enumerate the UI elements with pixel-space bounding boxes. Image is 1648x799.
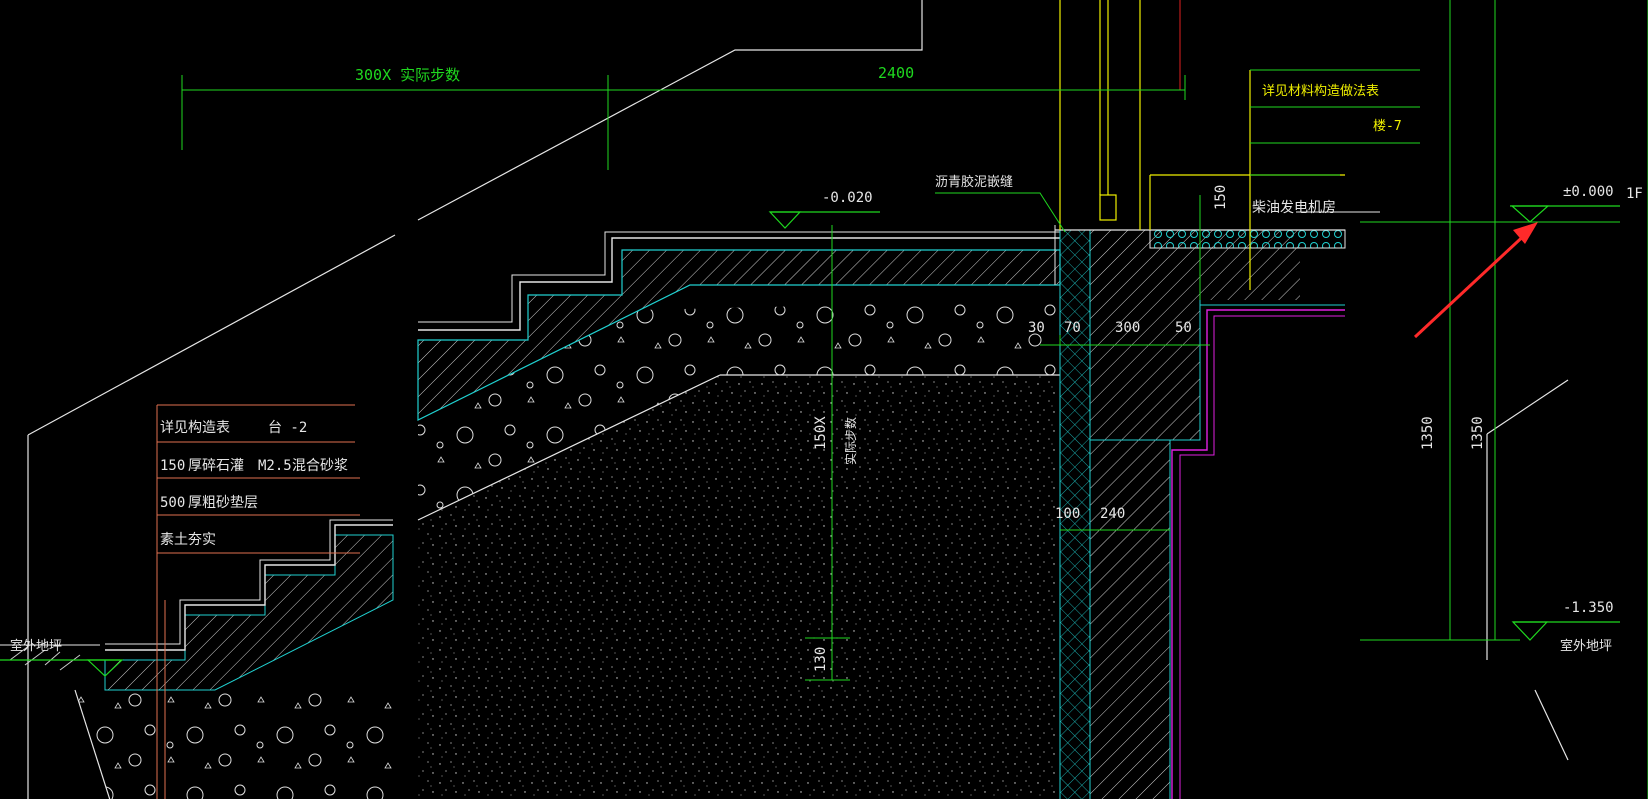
table-header-code: 台 -2 [268,420,307,436]
label-outdoor-ground-left: 室外地坪 [10,638,62,654]
table-row-material: 厚碎石灌 [188,458,244,474]
detail-ref-table [1250,69,1420,176]
label-detail-ref: 详见材料构造做法表 [1262,84,1379,99]
dim-d50: 50 [1175,320,1192,336]
left-hatch-fill [104,534,394,691]
level-outdoor: -1.350 [1563,600,1614,616]
label-asphalt-joint: 沥青胶泥嵌缝 [935,174,1013,190]
label-outdoor-ground-right: 室外地坪 [1560,638,1612,654]
table-header-label: 详见构造表 [160,420,230,436]
construction-table-frame [156,404,360,799]
dim-h1350a: 1350 [1420,416,1436,450]
table-row-material: 厚粗砂垫层 [188,495,258,511]
dim-d240: 240 [1100,506,1125,522]
gravel-fill [418,300,1060,520]
level-landing: -0.020 [822,190,873,206]
sand-fill [418,375,1060,799]
dim-d70: 70 [1064,320,1081,336]
main-stair-section [417,231,1061,799]
level-marks [0,205,1620,677]
label-room-name: 柴油发电机房 [1252,200,1336,216]
table-row-thickness: 150 [160,458,185,474]
concrete-hatch [417,249,1061,421]
level-floor: ±0.000 [1563,184,1614,200]
table-row-mortar: M2.5 [258,458,292,474]
left-gravel-fill [75,690,395,799]
table-row-mortar-note: 混合砂浆 [292,458,348,474]
dim-h150: 150 [1213,185,1229,210]
foundation-wall [1054,225,1346,799]
dim-vert-steps-note: 实际步数 [843,417,858,465]
dim-width-top: 2400 [878,64,914,82]
annotation-arrow [1413,222,1538,339]
dim-d100: 100 [1055,506,1080,522]
table-row-thickness: 500 [160,495,185,511]
dim-steps-top: 300X 实际步数 [355,66,460,84]
left-stair-section [0,519,395,799]
table-row-material: 素土夯实 [160,532,216,548]
label-floor-code: 楼-7 [1373,119,1402,134]
dim-d300: 300 [1115,320,1140,336]
dim-h1350b: 1350 [1470,416,1486,450]
asphalt-joint-leader [935,192,1066,233]
dimension-lines [181,0,1648,799]
dim-d30: 30 [1028,320,1045,336]
floor-tag: 1F [1626,186,1643,202]
dim-vert-steps: 150X [813,416,829,450]
dim-d130: 130 [813,647,829,672]
building-outline [27,0,1569,799]
